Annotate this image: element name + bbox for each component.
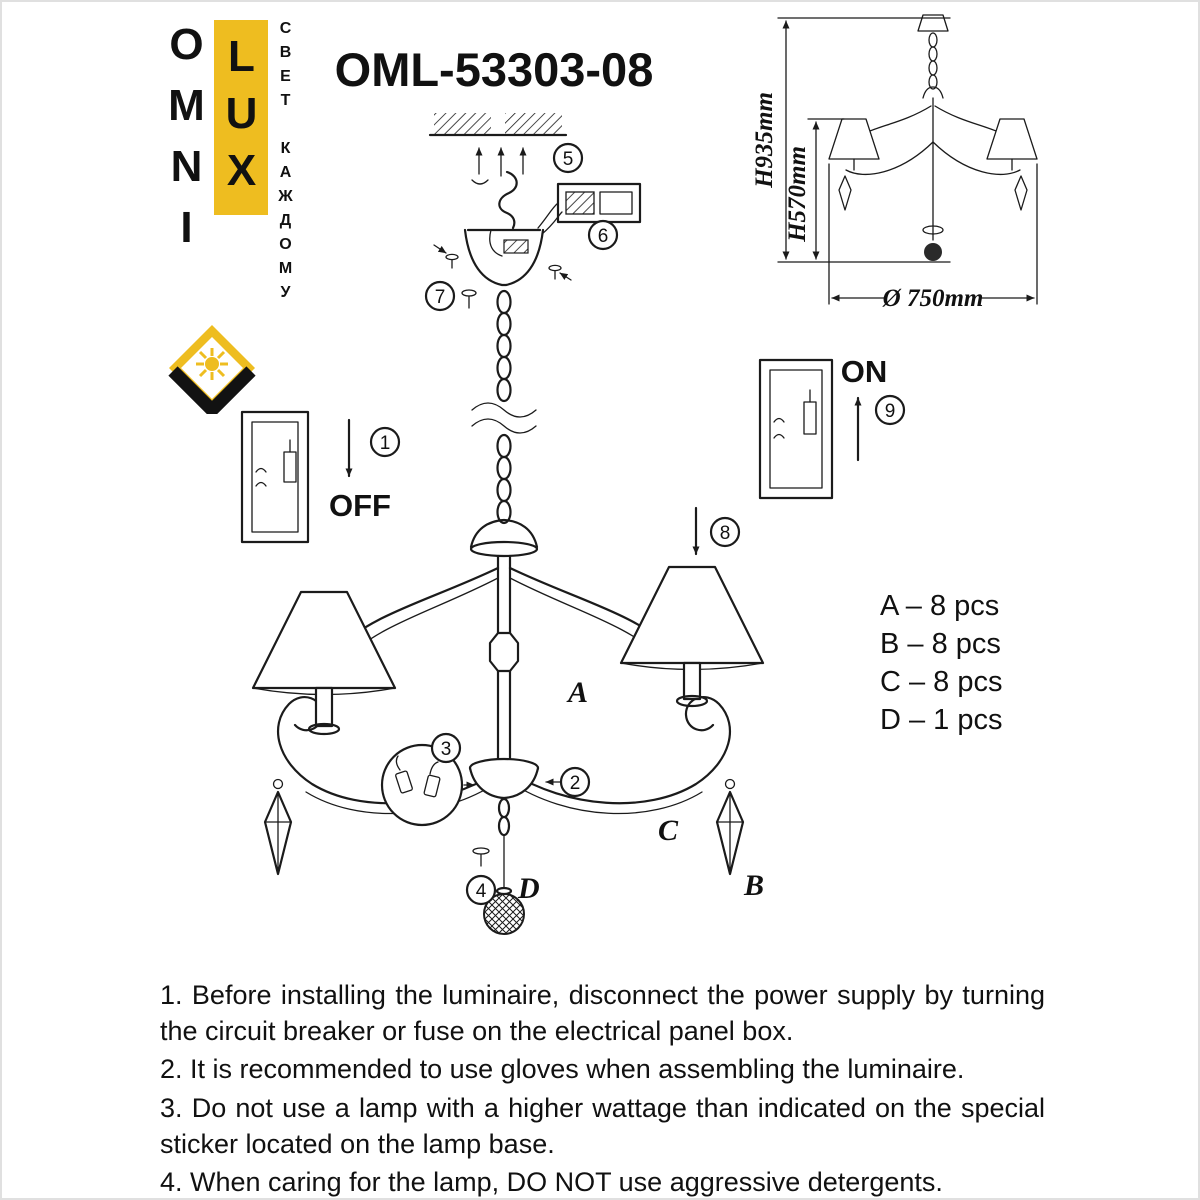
step-marker-7: 7 <box>424 280 456 312</box>
svg-text:5: 5 <box>563 149 574 170</box>
breaker-box-off: OFF <box>240 410 391 544</box>
svg-text:1: 1 <box>380 433 391 454</box>
svg-text:7: 7 <box>435 287 446 308</box>
right-lampshade <box>619 565 765 708</box>
step-marker-2: 2 <box>559 766 591 798</box>
step-marker-8: 8 <box>709 516 741 548</box>
part-label-b: B <box>743 869 764 902</box>
part-label-a: A <box>566 676 588 709</box>
care-instructions: 1. Before installing the luminaire, disc… <box>160 978 1045 1198</box>
ceiling-hook <box>498 170 518 230</box>
step-marker-6: 6 <box>587 219 619 251</box>
step-marker-3: 3 <box>430 732 462 764</box>
svg-text:3: 3 <box>441 739 452 760</box>
brand-tagline: СВЕТ КАЖДОМУ <box>277 20 294 308</box>
part-label-c: C <box>658 814 679 847</box>
dim-body-height-label: H570mm <box>784 146 811 243</box>
model-number-title: OML-53303-08 <box>334 43 654 96</box>
dimension-lines: H935mm H570mm Ø 750mm <box>751 17 1038 312</box>
step-marker-1: 1 <box>369 426 401 458</box>
power-on-label: ON <box>841 354 888 389</box>
parts-item-a: A – 8 pcs <box>880 590 1000 622</box>
center-hub <box>468 757 540 837</box>
terminal-block-detail <box>537 182 642 235</box>
socket-wiring-detail <box>380 743 475 827</box>
dim-total-height-label: H935mm <box>751 92 778 189</box>
mini-chandelier <box>828 14 1038 261</box>
canopy <box>433 228 572 309</box>
brand-lux-text: LUX <box>214 20 268 215</box>
parts-item-d: D – 1 pcs <box>880 704 1003 736</box>
step-marker-4: 4 <box>465 874 497 906</box>
step-marker-9: 9 <box>874 394 906 426</box>
instruction-2: 2. It is recommended to use gloves when … <box>160 1054 965 1085</box>
crystal-pendant-left <box>263 778 293 876</box>
brand-omni-text: OMNI <box>162 20 211 264</box>
instruction-4: 4. When caring for the lamp, DO NOT use … <box>160 1167 943 1198</box>
svg-text:9: 9 <box>885 401 896 422</box>
parts-quantity-list: A – 8 pcs B – 8 pcs C – 8 pcs D – 1 pcs <box>880 587 1003 739</box>
suspension-chain <box>471 289 537 525</box>
left-lampshade <box>251 590 397 736</box>
instruction-3: 3. Do not use a lamp with a higher watta… <box>160 1092 1045 1159</box>
ceiling-mount <box>428 113 568 185</box>
dim-diameter-label: Ø 750mm <box>882 285 984 312</box>
parts-item-c: C – 8 pcs <box>880 666 1003 698</box>
step-marker-5: 5 <box>552 142 584 174</box>
part-label-d: D <box>517 872 540 905</box>
svg-text:2: 2 <box>570 773 581 794</box>
svg-text:8: 8 <box>720 523 731 544</box>
breaker-box-on: ON <box>758 354 888 500</box>
bottom-finial-ball <box>472 834 525 935</box>
svg-text:6: 6 <box>598 226 609 247</box>
svg-text:4: 4 <box>476 881 487 902</box>
power-off-label: OFF <box>329 488 391 523</box>
brand-logo-block: OMNI LUX СВЕТ КАЖДОМУ <box>162 20 294 414</box>
instruction-1: 1. Before installing the luminaire, disc… <box>160 980 1045 1046</box>
parts-item-b: B – 8 pcs <box>880 628 1001 660</box>
brand-diamond-icon <box>168 325 256 414</box>
crystal-pendant-right <box>715 778 745 876</box>
